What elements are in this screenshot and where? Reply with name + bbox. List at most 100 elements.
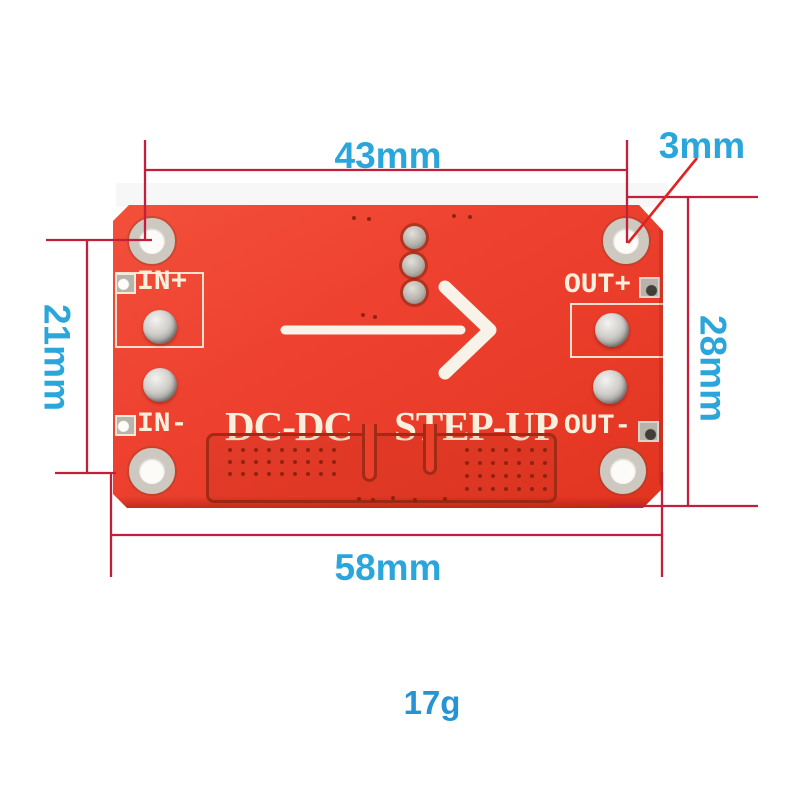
terminal-label-in-plus: IN+ (137, 267, 188, 298)
via-dot (491, 474, 495, 478)
via-dot (543, 474, 547, 478)
via-dot (332, 448, 336, 452)
center-pad (402, 254, 425, 277)
via-dot (373, 315, 377, 319)
via-dot (228, 460, 232, 464)
via-dot (371, 498, 375, 502)
dim-label-21mm: 21mm (36, 304, 78, 411)
routing-slot (362, 424, 377, 482)
via-dot (465, 487, 469, 491)
via-dot (280, 448, 284, 452)
terminal-label-out-plus: OUT+ (564, 270, 632, 301)
via-dot (267, 448, 271, 452)
via-dot (293, 448, 297, 452)
silkscreen-box-input (115, 272, 204, 348)
via-dot (504, 448, 508, 452)
terminal-label-in-minus: IN- (137, 409, 188, 440)
via-dot (293, 472, 297, 476)
silkscreen-box-output (570, 303, 663, 358)
via-dot (530, 461, 534, 465)
via-dot (280, 472, 284, 476)
dim-label-3mm: 3mm (658, 125, 746, 166)
weight-label: 17g (403, 684, 461, 721)
via-dot (517, 474, 521, 478)
solder-joint (143, 310, 177, 344)
via-dot (332, 472, 336, 476)
dim-label-43mm: 43mm (334, 135, 442, 176)
via-dot (367, 217, 371, 221)
via-dots-layer (113, 205, 663, 508)
dim-label-58mm: 58mm (334, 547, 442, 588)
board-title-right: STEP-UP (394, 403, 559, 449)
via-dot (530, 448, 534, 452)
via-dot (491, 448, 495, 452)
photo-background-band (116, 183, 668, 207)
via-dot (491, 487, 495, 491)
solder-joint (595, 313, 629, 347)
via-dot (280, 460, 284, 464)
via-dot (504, 487, 508, 491)
via-dot (228, 448, 232, 452)
solder-joint (143, 368, 177, 402)
via-dot (293, 460, 297, 464)
via-dot (504, 474, 508, 478)
mounting-hole-bottom-right (600, 448, 646, 494)
via-dot (443, 497, 447, 501)
routing-slot (423, 424, 437, 475)
via-dot (391, 496, 395, 500)
via-dot (543, 487, 547, 491)
via-dot (319, 472, 323, 476)
via-dot (361, 313, 365, 317)
pad-in-plus (115, 273, 136, 294)
dim-label-28mm: 28mm (692, 315, 734, 422)
board-title: DC-DC STEP-UP (225, 402, 559, 450)
via-dot (478, 487, 482, 491)
via-dot (241, 448, 245, 452)
via-dot (468, 215, 472, 219)
via-dot (491, 461, 495, 465)
mounting-hole-bottom-left (129, 448, 175, 494)
via-dot (241, 460, 245, 464)
via-dot (319, 448, 323, 452)
via-dot (306, 472, 310, 476)
via-dot (357, 497, 361, 501)
via-dot (267, 460, 271, 464)
pcb-board: IN+ OUT+ IN- OUT- DC-DC STEP-UP (113, 205, 663, 508)
via-dot (517, 461, 521, 465)
center-pad (403, 281, 426, 304)
pad-in-minus (115, 415, 136, 436)
board-edge-shadow (659, 227, 663, 485)
via-dot (306, 448, 310, 452)
via-dot (452, 214, 456, 218)
via-dot (478, 448, 482, 452)
via-dot (530, 474, 534, 478)
via-dot (413, 498, 417, 502)
via-dot (306, 460, 310, 464)
via-dot (254, 460, 258, 464)
pad-out-minus (638, 421, 659, 442)
board-bottom-shadow (113, 496, 663, 508)
via-dot (478, 474, 482, 478)
via-dot (543, 461, 547, 465)
solder-joint (593, 370, 627, 404)
via-dot (517, 487, 521, 491)
copper-region-outline (206, 433, 557, 503)
via-dot (478, 461, 482, 465)
via-dot (465, 448, 469, 452)
via-dot (517, 448, 521, 452)
board-title-left: DC-DC (225, 403, 353, 449)
via-dot (267, 472, 271, 476)
via-dot (228, 472, 232, 476)
center-pad (403, 226, 426, 249)
via-dot (543, 448, 547, 452)
via-dot (241, 472, 245, 476)
via-dot (352, 216, 356, 220)
via-dot (465, 474, 469, 478)
via-dot (254, 472, 258, 476)
via-dot (254, 448, 258, 452)
pad-out-plus (639, 277, 660, 298)
via-dot (332, 460, 336, 464)
via-dot (504, 461, 508, 465)
via-dot (465, 461, 469, 465)
